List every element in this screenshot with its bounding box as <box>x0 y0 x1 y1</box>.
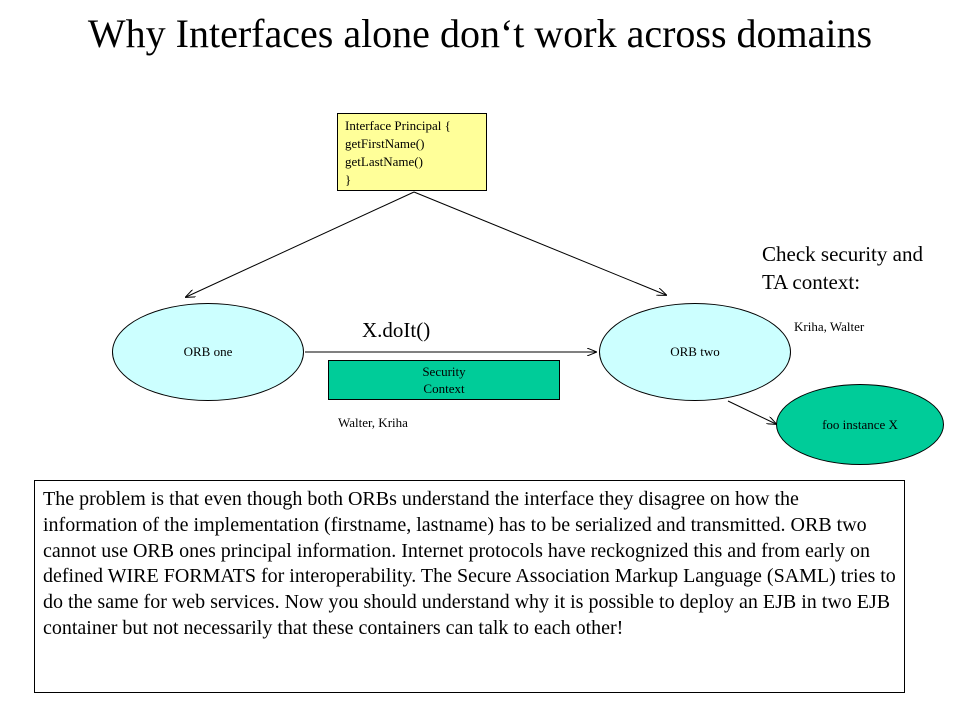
arrow-interface-to-orb-one <box>186 191 415 297</box>
interface-principal-box: Interface Principal { getFirstName() get… <box>337 113 487 191</box>
check-note-line1: Check security and <box>762 242 923 266</box>
arrow-interface-to-orb-two <box>413 191 666 295</box>
explanation-textbox: The problem is that even though both ORB… <box>34 480 905 693</box>
orb-two-label: ORB two <box>670 344 720 359</box>
arrow-orb-two-to-foo <box>727 400 776 424</box>
check-note-line2: TA context: <box>762 270 861 294</box>
security-context-line2: Context <box>423 381 465 396</box>
call-label: X.doIt() <box>362 318 431 342</box>
foo-instance-label: foo instance X <box>822 416 898 432</box>
sender-credentials: Walter, Kriha <box>338 415 408 430</box>
orb-one-label: ORB one <box>183 344 233 359</box>
check-security-note: Check security and TA context: <box>762 240 923 296</box>
slide-title: Why Interfaces alone don‘t work across d… <box>87 11 873 56</box>
security-context-box: Security Context <box>328 360 560 400</box>
orb-one-node: ORB one <box>112 303 304 401</box>
orb-two-node: ORB two <box>599 303 791 401</box>
receiver-credentials: Kriha, Walter <box>794 319 865 334</box>
interface-line: getFirstName() <box>345 136 425 151</box>
foo-instance-node: foo instance X <box>776 384 944 465</box>
interface-line: Interface Principal { <box>345 118 451 133</box>
interface-line: getLastName() <box>345 154 423 169</box>
security-context-line1: Security <box>422 364 466 379</box>
interface-line: } <box>345 172 352 187</box>
